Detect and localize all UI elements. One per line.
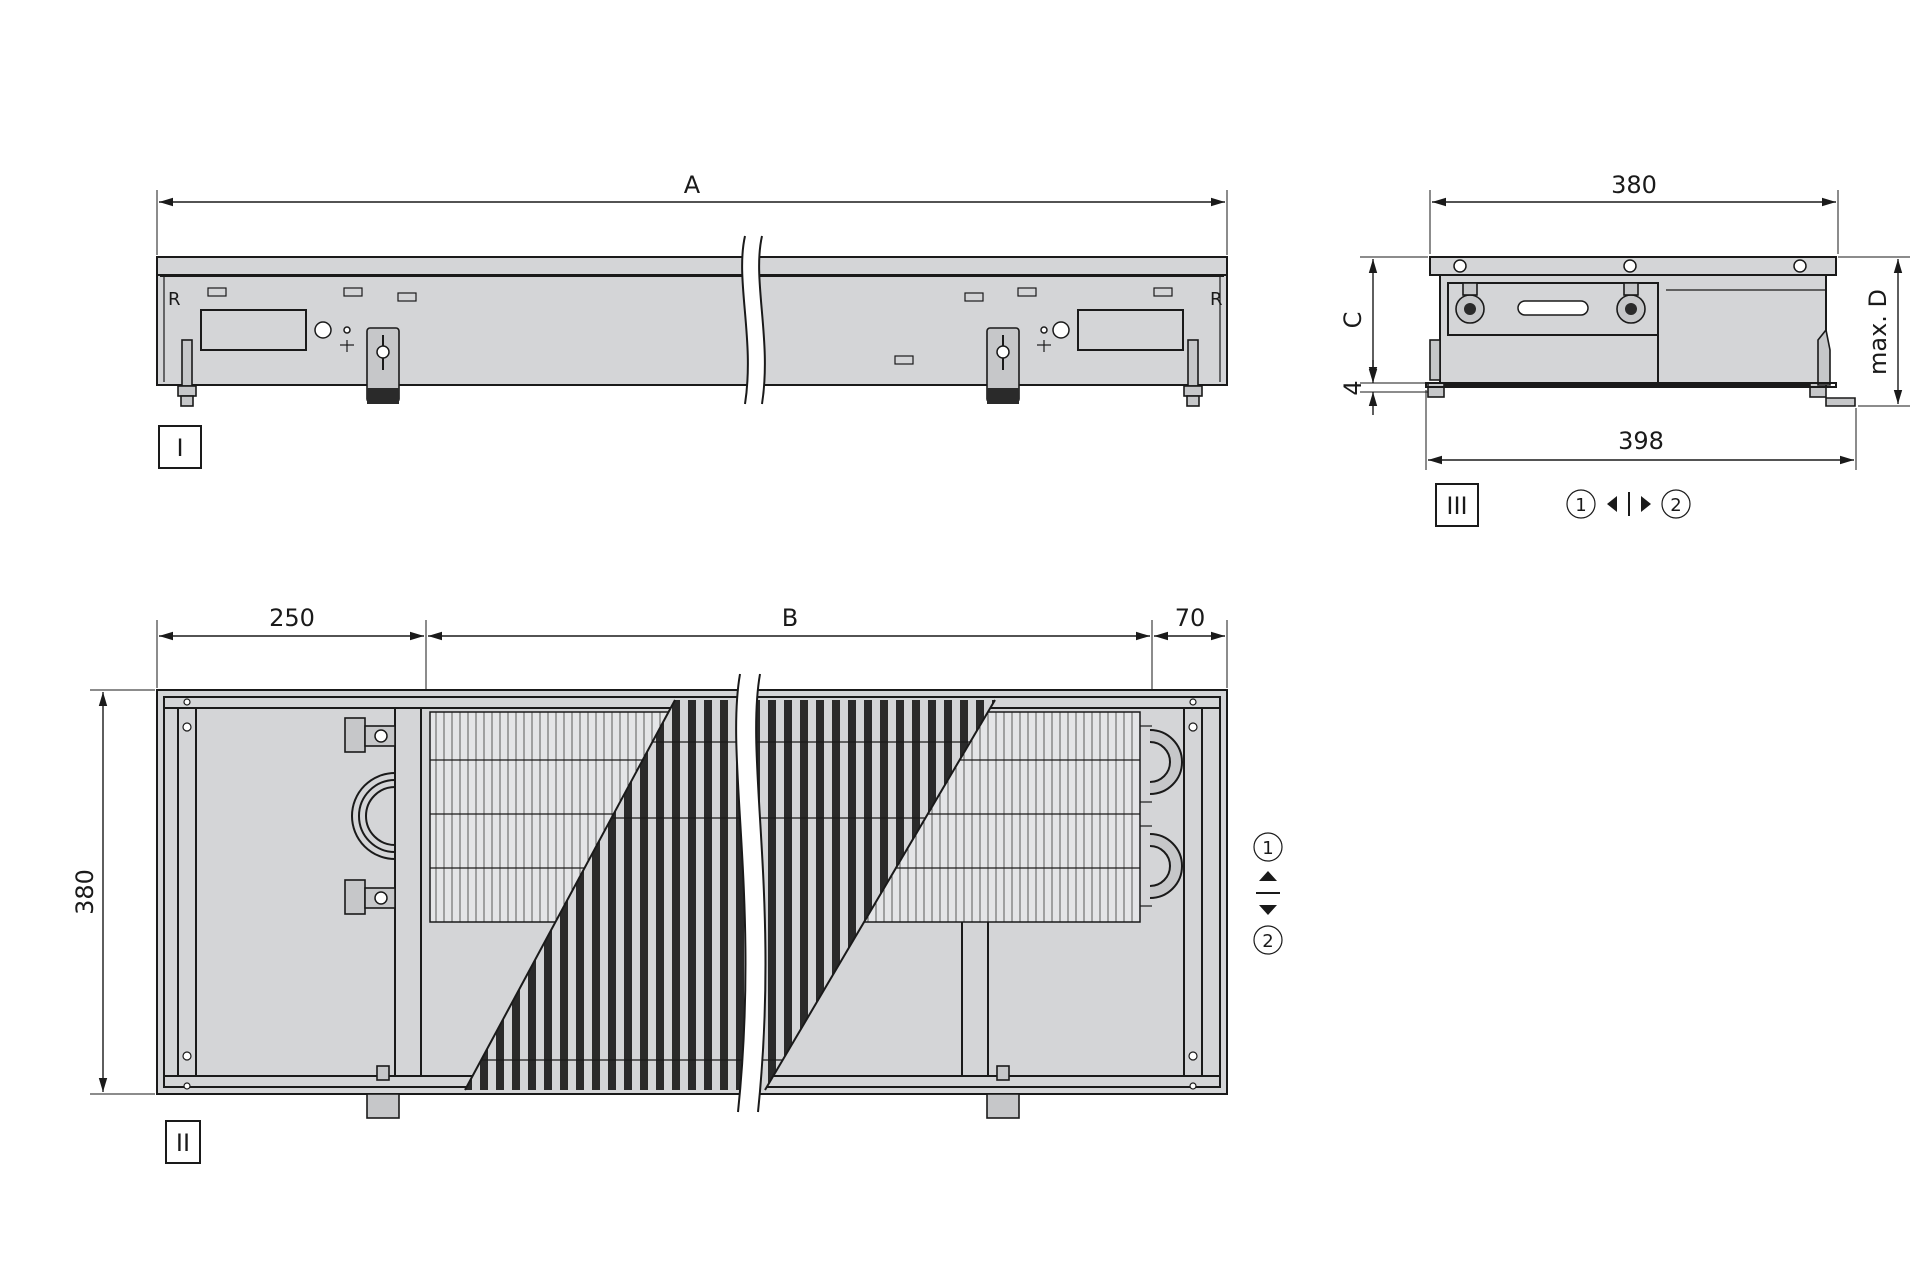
- grille-bar: [800, 700, 808, 1090]
- grille-bar: [624, 700, 632, 1090]
- view-label-box-iii: [1435, 483, 1479, 527]
- pipe-connector-right: [1616, 282, 1646, 324]
- mounting-bracket-top-right: [986, 1093, 1020, 1119]
- flow-in-label-top: 1: [1262, 838, 1273, 859]
- grille-bar: [848, 700, 856, 1090]
- view-label-iii: III: [1446, 492, 1467, 520]
- view-label-box-ii: [165, 1120, 201, 1164]
- convector-housing-front: [156, 256, 1228, 386]
- flow-in-label-side: 1: [1575, 495, 1586, 516]
- grille-bar: [640, 700, 648, 1090]
- grille-bar: [816, 700, 824, 1090]
- grille-bar: [576, 700, 584, 1090]
- front-view: A: [156, 171, 1228, 469]
- grille-bar: [736, 700, 744, 1090]
- pipe-connector-top-upper: [344, 717, 396, 753]
- break-line-top: [736, 674, 766, 1112]
- flow-out-label-side: 2: [1670, 495, 1681, 516]
- grille-bar: [608, 700, 616, 1090]
- mounting-bracket-top-left: [366, 1093, 400, 1119]
- pipe-connector-left: [1455, 282, 1485, 324]
- grille-bar: [656, 700, 664, 1090]
- svg-text:R: R: [168, 289, 181, 310]
- view-label-i: I: [176, 434, 183, 462]
- flow-out-label-top: 2: [1262, 931, 1273, 952]
- grille-bar: [672, 700, 680, 1090]
- flow-marker-vertical: 1 2: [1253, 832, 1283, 955]
- svg-text:R: R: [1210, 289, 1223, 310]
- dim-label-max-d: max. D: [1864, 289, 1892, 375]
- view-label-box-i: [158, 425, 202, 469]
- grille-bar: [832, 700, 840, 1090]
- front-window-right: [1077, 309, 1184, 351]
- dim-label-380-top: 380: [71, 869, 99, 915]
- grille-bar: [864, 700, 872, 1090]
- grille-bar: [720, 700, 728, 1090]
- dim-label-b: B: [782, 604, 798, 632]
- pipe-connector-top-lower: [344, 879, 396, 915]
- front-window-left: [200, 309, 307, 351]
- dim-label-380-side: 380: [1611, 171, 1657, 199]
- pipe-bend-left: [358, 779, 396, 853]
- side-view: 380 C 4: [1339, 171, 1910, 527]
- dim-label-398: 398: [1618, 427, 1664, 455]
- flow-marker-horizontal: 1 2: [1566, 489, 1691, 519]
- grille-bar: [768, 700, 776, 1090]
- dim-label-70: 70: [1175, 604, 1206, 632]
- mounting-bracket-right: [986, 327, 1020, 404]
- dim-label-c: C: [1339, 312, 1367, 329]
- mounting-bracket-left: [366, 327, 400, 404]
- grille-bar: [704, 700, 712, 1090]
- leveling-foot-right: [1183, 339, 1203, 407]
- grille-bar: [688, 700, 696, 1090]
- grille-bar: [592, 700, 600, 1090]
- grille-bar: [784, 700, 792, 1090]
- top-view: 250 B 70 380: [71, 604, 1283, 1164]
- leveling-foot-left: [177, 339, 197, 407]
- pipe-bend-right-lower: [1149, 833, 1183, 899]
- view-label-ii: II: [176, 1129, 190, 1157]
- dim-label-4: 4: [1339, 380, 1367, 395]
- dim-label-a: A: [684, 171, 701, 199]
- pipe-bend-right-upper: [1149, 729, 1183, 795]
- cross-beam-left: [394, 707, 422, 1077]
- dim-label-250: 250: [269, 604, 315, 632]
